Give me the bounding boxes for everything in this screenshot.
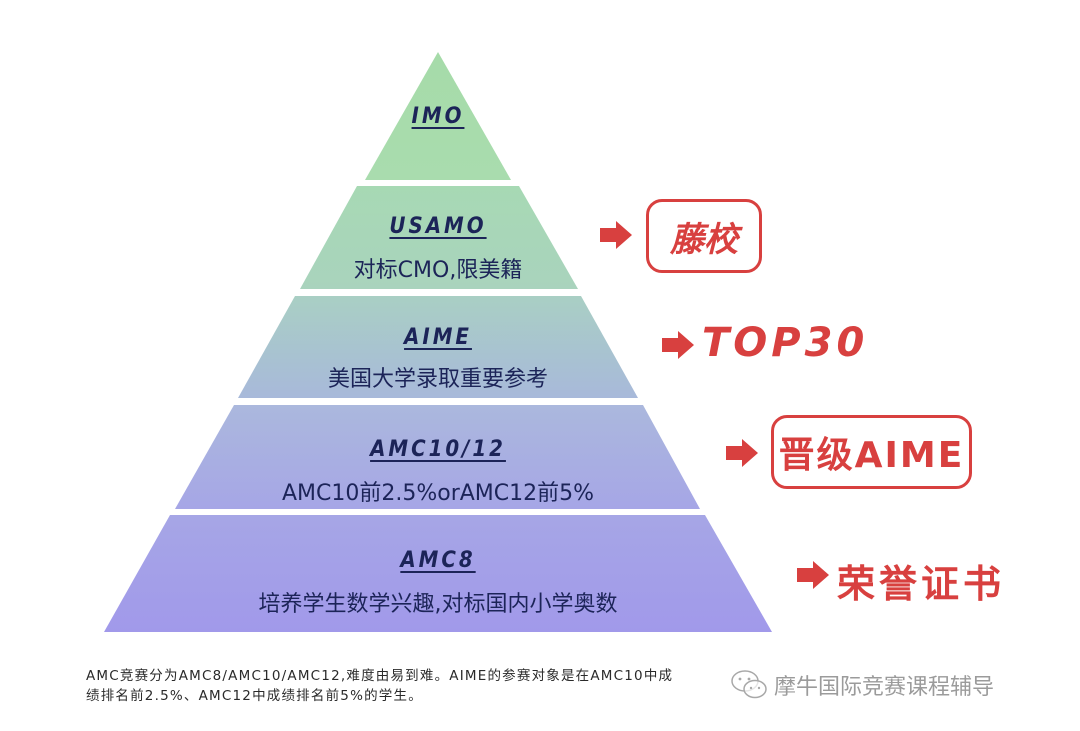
wechat-icon — [731, 670, 767, 699]
pyramid-layer-usamo — [300, 186, 578, 289]
watermark-text: 摩牛国际竞赛课程辅导 — [774, 675, 995, 700]
outcome-aime-qualify-badge: 晋级AIME — [771, 415, 972, 489]
layer-imo-title: IMO — [411, 104, 465, 129]
arrow-right-icon — [600, 221, 632, 249]
layer-aime-title: AIME — [404, 325, 472, 350]
arrow-right-icon — [797, 561, 829, 589]
layer-amc10-12-title: AMC10/12 — [370, 437, 506, 462]
watermark: 摩牛国际竞赛课程辅导 — [730, 668, 994, 702]
pyramid-layer-imo — [365, 52, 511, 180]
outcome-top30-label: TOP30 — [702, 320, 869, 366]
pyramid-layer-amc10-12 — [175, 405, 700, 509]
caption-line-2: 绩排名前2.5%、AMC12中成绩排名前5%的学生。 — [86, 688, 423, 704]
arrow-right-icon — [726, 439, 758, 467]
layer-usamo-title: USAMO — [389, 214, 487, 239]
outcome-ivy-league-badge: 藤校 — [646, 199, 762, 273]
layer-amc10-12-subtitle: AMC10前2.5%orAMC12前5% — [281, 481, 595, 506]
layer-amc8-subtitle: 培养学生数学兴趣,对标国内小学奥数 — [258, 592, 618, 617]
caption: AMC竞赛分为AMC8/AMC10/AMC12,难度由易到难。AIME的参赛对象… — [86, 666, 673, 706]
caption-line-1: AMC竞赛分为AMC8/AMC10/AMC12,难度由易到难。AIME的参赛对象… — [86, 668, 674, 684]
outcome-honor-certificate-label: 荣誉证书 — [837, 562, 1006, 606]
layer-usamo-subtitle: 对标CMO,限美籍 — [353, 258, 523, 283]
arrow-right-icon — [662, 331, 694, 359]
pyramid-layer-aime — [238, 296, 638, 398]
pyramid-layer-amc8 — [104, 515, 772, 632]
layer-aime-subtitle: 美国大学录取重要参考 — [327, 367, 549, 392]
layer-amc8-title: AMC8 — [400, 548, 476, 573]
